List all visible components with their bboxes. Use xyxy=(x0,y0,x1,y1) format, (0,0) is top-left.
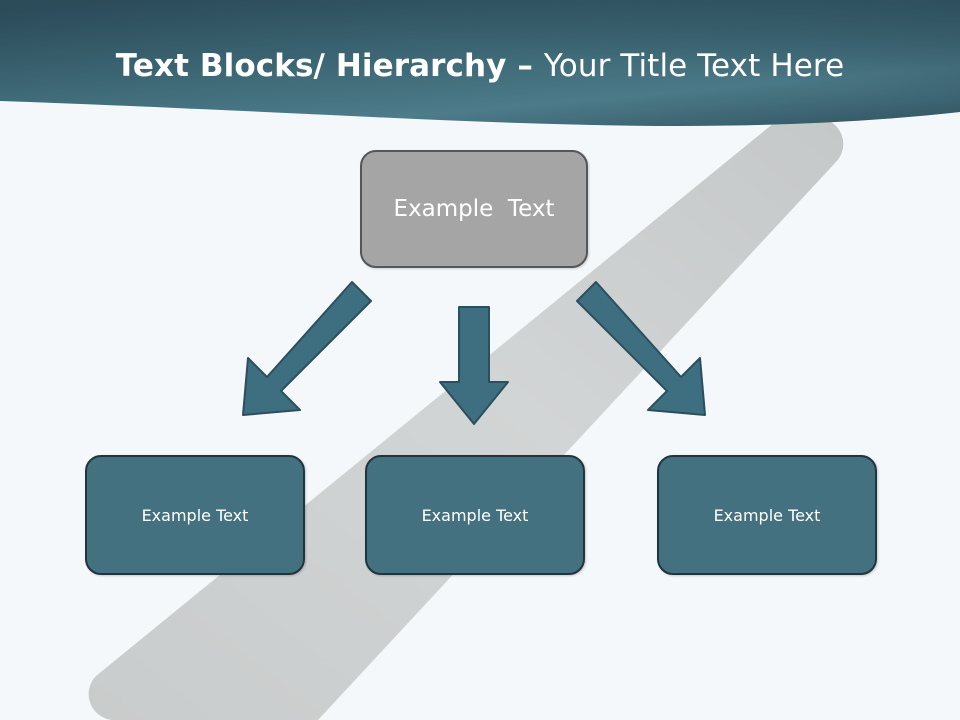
hierarchy-child-node-3[interactable]: Example Text xyxy=(657,455,877,575)
hierarchy-root-node-label: Example Text xyxy=(393,196,555,222)
hierarchy-root-node[interactable]: Example Text xyxy=(360,150,588,268)
header-banner: Text Blocks/ Hierarchy – Your Title Text… xyxy=(0,0,960,135)
page-title-light: Your Title Text Here xyxy=(543,48,845,84)
arrow-down-icon xyxy=(439,306,509,425)
hierarchy-child-node-1-label: Example Text xyxy=(141,505,249,525)
arrow-down-left-icon xyxy=(242,281,372,416)
arrow-down-right-icon xyxy=(576,281,706,416)
hierarchy-child-node-2-label: Example Text xyxy=(421,505,529,525)
hierarchy-child-node-1[interactable]: Example Text xyxy=(85,455,305,575)
hierarchy-child-node-2[interactable]: Example Text xyxy=(365,455,585,575)
page-title: Text Blocks/ Hierarchy – Your Title Text… xyxy=(0,48,960,84)
page-title-bold: Text Blocks/ Hierarchy – xyxy=(115,48,544,84)
hierarchy-child-node-3-label: Example Text xyxy=(713,505,821,525)
